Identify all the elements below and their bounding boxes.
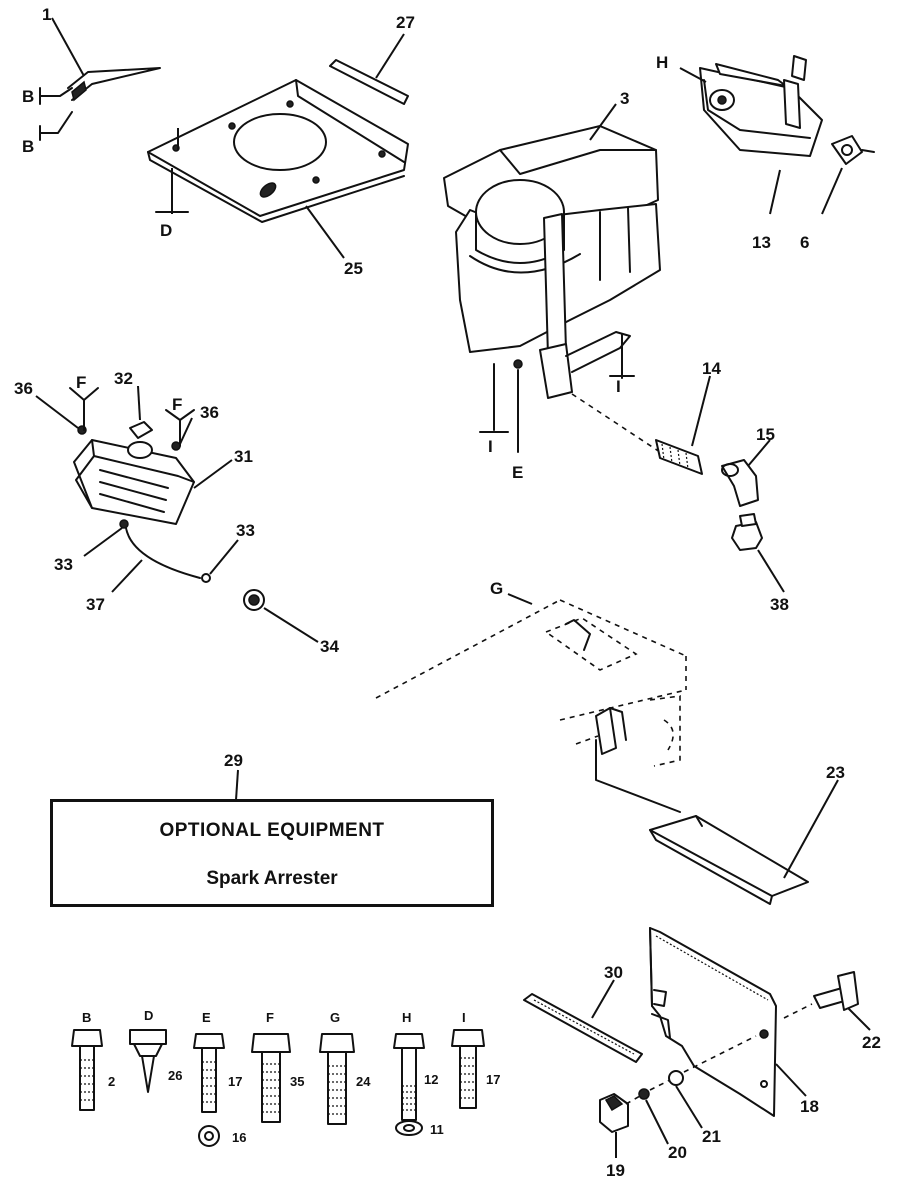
label-part-27: 27	[396, 13, 415, 32]
label-part-25: 25	[344, 259, 363, 278]
fastener-letter-H: H	[402, 1010, 411, 1025]
part-37-fuel-line	[83, 519, 239, 593]
fastener-part-26: 26	[168, 1068, 182, 1083]
label-part-34: 34	[320, 637, 339, 656]
fastener-B-bolt	[71, 1029, 103, 1111]
fastener-part-16: 16	[232, 1130, 246, 1145]
label-part-23: 23	[826, 763, 845, 782]
fastener-E-bolt	[193, 1033, 225, 1147]
part-19-clip	[599, 1093, 641, 1158]
part-29-leader	[235, 769, 239, 801]
ref-I-2: I	[616, 377, 621, 396]
fastener-F-bolt	[251, 1033, 291, 1123]
ref-I-1: I	[488, 437, 493, 456]
part-15-elbow	[721, 439, 771, 507]
part-21-nut	[668, 1035, 757, 1129]
label-part-6: 6	[800, 233, 809, 252]
label-part-21: 21	[702, 1127, 721, 1146]
part-6-gasket	[821, 135, 875, 215]
fastener-I-bolt	[451, 1029, 485, 1109]
ref-F-1: F	[76, 373, 86, 392]
label-part-20: 20	[668, 1143, 687, 1162]
ref-B-2: B	[22, 137, 34, 156]
part-31-tank	[35, 385, 233, 525]
part-22-bolt	[783, 971, 871, 1031]
frame-outline	[375, 593, 687, 813]
fastener-part-35: 35	[290, 1074, 304, 1089]
part-27-bar	[329, 33, 409, 105]
label-part-32: 32	[114, 369, 133, 388]
fastener-letter-E: E	[202, 1010, 211, 1025]
fastener-part-17a: 17	[228, 1074, 242, 1089]
part-1-strap	[39, 17, 161, 141]
label-part-3: 3	[620, 89, 629, 108]
label-part-33b: 33	[236, 521, 255, 540]
fastener-part-2: 2	[108, 1074, 115, 1089]
label-part-22: 22	[862, 1033, 881, 1052]
ref-B-1: B	[22, 87, 34, 106]
part-13-muffler	[679, 55, 823, 215]
label-part-30: 30	[604, 963, 623, 982]
optional-equipment-title: OPTIONAL EQUIPMENT	[159, 820, 385, 841]
ref-D: D	[160, 221, 172, 240]
label-part-36b: 36	[200, 403, 219, 422]
label-part-19: 19	[606, 1161, 625, 1180]
label-part-15: 15	[756, 425, 775, 444]
fastener-letter-I: I	[462, 1010, 466, 1025]
fastener-part-11: 11	[430, 1122, 444, 1137]
label-part-13: 13	[752, 233, 771, 252]
label-part-38: 38	[770, 595, 789, 614]
fastener-G-bolt	[319, 1033, 355, 1125]
fastener-letter-D: D	[144, 1008, 153, 1023]
part-3-engine	[443, 103, 661, 453]
label-part-18: 18	[800, 1097, 819, 1116]
label-part-37: 37	[86, 595, 105, 614]
fastener-letter-F: F	[266, 1010, 274, 1025]
ref-F-2: F	[172, 395, 182, 414]
part-23-deflector	[649, 779, 839, 905]
part-25-plate	[147, 79, 409, 259]
fastener-letter-B: B	[82, 1010, 91, 1025]
ref-H: H	[656, 53, 668, 72]
part-38-plug	[731, 513, 785, 593]
label-part-14: 14	[702, 359, 721, 378]
fastener-D-screw	[129, 1029, 167, 1093]
part-14-nipple	[655, 375, 711, 475]
part-18-bracket	[649, 927, 807, 1117]
part-34-cap	[243, 589, 319, 643]
fastener-part-12: 12	[424, 1072, 438, 1087]
optional-equipment-item: Spark Arrester	[206, 868, 338, 889]
part-30-bar	[523, 979, 643, 1063]
fastener-H-bolt	[393, 1033, 425, 1136]
label-part-31: 31	[234, 447, 253, 466]
ref-G: G	[490, 579, 503, 598]
ref-E: E	[512, 463, 523, 482]
fastener-part-24: 24	[356, 1074, 371, 1089]
fastener-letter-G: G	[330, 1010, 340, 1025]
label-part-29: 29	[224, 751, 243, 770]
label-part-1: 1	[42, 5, 51, 24]
label-part-33a: 33	[54, 555, 73, 574]
label-part-36a: 36	[14, 379, 33, 398]
optional-equipment-box: OPTIONAL EQUIPMENT Spark Arrester	[50, 799, 494, 907]
fastener-part-17b: 17	[486, 1072, 500, 1087]
part-20-washer	[638, 1079, 671, 1145]
